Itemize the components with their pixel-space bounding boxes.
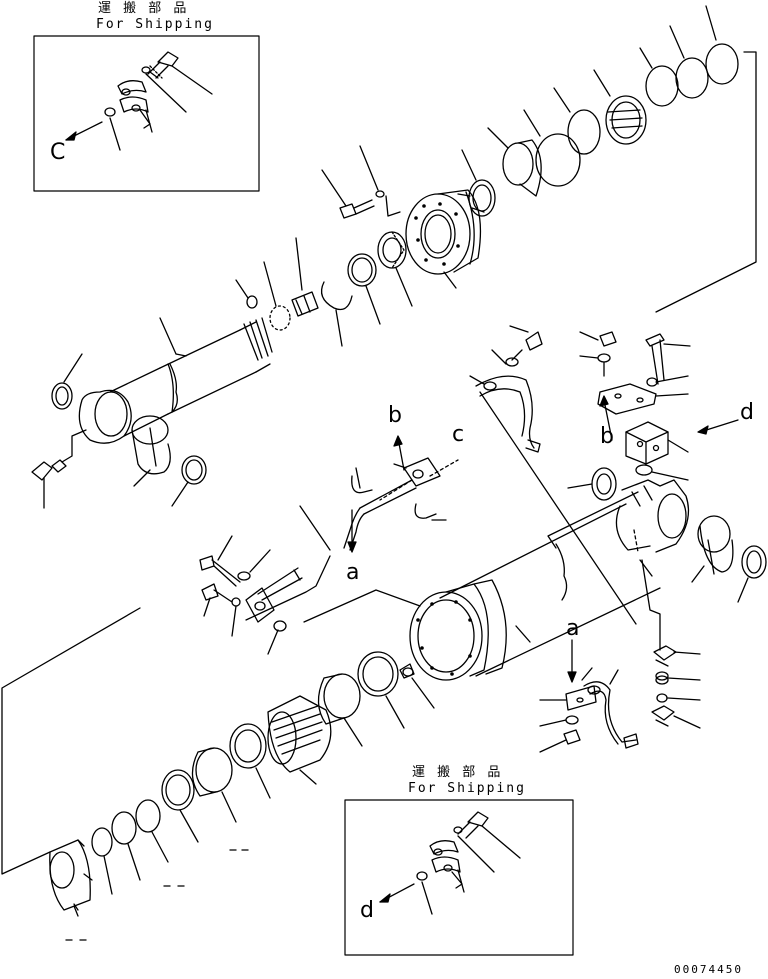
rod-end-parts [236, 146, 412, 346]
callout-d-bottom: d [360, 898, 374, 923]
seal-ring [52, 383, 72, 409]
callout-a-mid: a [346, 560, 360, 585]
callout-arrows-mid [348, 396, 738, 682]
callout-c-mid: c [452, 422, 465, 447]
bolt-part [458, 812, 488, 838]
callout-b-right: b [600, 424, 614, 449]
shipping-box-top [34, 36, 259, 191]
washer-part [142, 67, 150, 73]
callout-c-top: C [50, 140, 66, 165]
piston-seals [2, 608, 434, 916]
label-ticks [66, 850, 248, 940]
clamp-part [118, 81, 148, 112]
cylinder-head [406, 190, 484, 288]
shipping-title-jp-bottom: 運 搬 部 品 [412, 765, 505, 780]
cylinder-tube [410, 332, 766, 728]
callout-d-right: d [740, 400, 754, 425]
nut-part [105, 108, 115, 116]
shipping-title-jp-top: 運 搬 部 品 [98, 1, 191, 16]
head-seals [462, 6, 756, 312]
piping [200, 326, 652, 654]
bolt-part [148, 52, 178, 78]
shipping-title-en-bottom: For Shipping [408, 781, 526, 796]
clamp-part [430, 841, 460, 872]
pipe-clamp-lower [540, 668, 638, 752]
shipping-title-en-top: For Shipping [96, 17, 214, 32]
drawing-code: 00074450 [674, 963, 743, 976]
callout-a-low: a [566, 616, 580, 641]
shipping-box-bottom [345, 800, 573, 955]
callout-b-mid: b [388, 403, 402, 428]
rod-assembly [32, 318, 272, 508]
